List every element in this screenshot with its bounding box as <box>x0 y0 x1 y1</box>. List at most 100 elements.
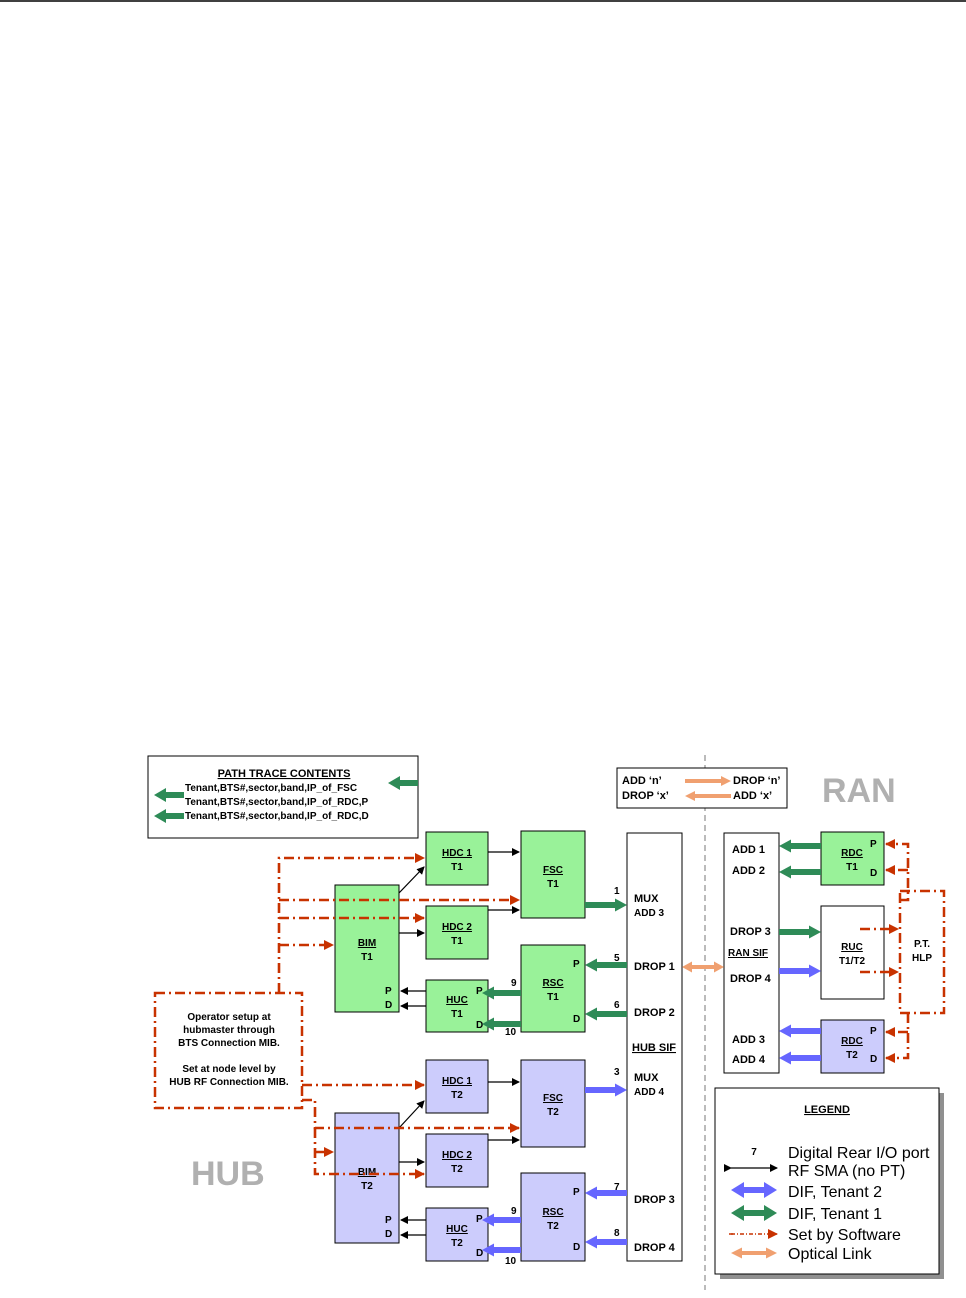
svg-text:1: 1 <box>614 886 620 897</box>
legend-box: LEGEND 7 Digital Rear I/O port RF SMA (n… <box>714 1087 944 1279</box>
bim-t1-block: BIM T1 <box>334 884 400 1013</box>
svg-text:BIM: BIM <box>358 938 376 949</box>
legend-symbol-optical <box>731 1247 777 1259</box>
svg-text:D: D <box>870 1054 877 1065</box>
svg-text:3: 3 <box>614 1067 620 1078</box>
ran-sif-port-drop4: DROP 4 <box>730 973 772 985</box>
svg-text:T2: T2 <box>451 1164 463 1175</box>
drop2-to-rsc-t1-d <box>585 1007 627 1021</box>
hub-sif-port-drop3: DROP 3 <box>634 1194 675 1206</box>
svg-text:LEGEND: LEGEND <box>804 1104 850 1116</box>
svg-text:D: D <box>870 868 877 879</box>
hub-region-label: HUB <box>191 1155 265 1193</box>
path-trace-arrow-rdc-p <box>154 788 184 802</box>
rsc-t1-to-huc-t1-p <box>482 986 521 1000</box>
svg-text:Set at node level by: Set at node level by <box>182 1064 276 1075</box>
svg-text:P: P <box>476 1214 483 1225</box>
svg-text:7: 7 <box>751 1147 757 1158</box>
svg-text:P: P <box>385 986 392 997</box>
hdc2-t2-block: HDC 2 T2 <box>425 1133 489 1188</box>
key-arrow-drop-x <box>685 791 731 801</box>
key-drop-n: DROP ‘n’ <box>733 775 780 787</box>
hub-sif-port-mux-1: MUX <box>634 893 659 905</box>
svg-text:FSC: FSC <box>543 865 563 876</box>
svg-text:D: D <box>573 1014 580 1025</box>
svg-text:T1: T1 <box>846 862 858 873</box>
legend-symbol-dif-t2 <box>731 1182 777 1198</box>
path-trace-arrow-fsc <box>388 776 418 790</box>
svg-text:T1: T1 <box>361 952 373 963</box>
bim-t2-block: BIM T2 <box>334 1112 400 1244</box>
pd-labels: P D P D P D P D P D P D P D P D <box>385 839 877 1259</box>
svg-text:T2: T2 <box>451 1090 463 1101</box>
key-arrow-add-n <box>685 776 731 786</box>
path-trace-arrow-rdc-d <box>154 809 184 823</box>
svg-text:RDC: RDC <box>841 1036 863 1047</box>
drop3-to-rsc-t2-p <box>585 1186 627 1200</box>
hdc1-t1-block: HDC 1 T1 <box>425 831 489 886</box>
fsc-t1-block: FSC T1 <box>520 830 586 919</box>
svg-text:Operator setup at: Operator setup at <box>187 1012 271 1023</box>
svg-text:D: D <box>573 1242 580 1253</box>
svg-text:HUB RF Connection MIB.: HUB RF Connection MIB. <box>169 1077 289 1088</box>
path-trace-line-1: Tenant,BTS#,sector,band,IP_of_FSC <box>185 783 357 794</box>
fsc-t1-to-mux-add3 <box>585 898 627 912</box>
svg-text:T2: T2 <box>547 1107 559 1118</box>
add-drop-key-box <box>616 767 788 809</box>
svg-text:RUC: RUC <box>841 942 863 953</box>
hdc2-t1-block: HDC 2 T1 <box>425 905 489 960</box>
fsc-t2-to-mux-add4 <box>585 1083 627 1097</box>
svg-text:P: P <box>573 959 580 970</box>
path-trace-line-2: Tenant,BTS#,sector,band,IP_of_RDC,P <box>185 797 369 808</box>
huc-t1-block: HUC T1 <box>425 979 489 1033</box>
connectors <box>154 776 910 1259</box>
svg-text:BIM: BIM <box>358 1167 376 1178</box>
port-numbers: 1 5 6 9 10 3 7 8 9 10 <box>505 886 620 1267</box>
ran-region-label: RAN <box>822 772 896 810</box>
svg-text:DIF, Tenant 2: DIF, Tenant 2 <box>788 1184 882 1201</box>
rdc-t1-d-to-add2 <box>779 865 821 879</box>
svg-text:T1: T1 <box>451 862 463 873</box>
svg-text:D: D <box>385 1000 392 1011</box>
ran-sif-box <box>723 832 780 1074</box>
svg-text:FSC: FSC <box>543 1093 563 1104</box>
svg-text:P.T.: P.T. <box>914 939 930 950</box>
ran-sif-label: RAN SIF <box>728 948 768 959</box>
svg-text:HDC 1: HDC 1 <box>442 1076 472 1087</box>
svg-text:HDC 1: HDC 1 <box>442 848 472 859</box>
hub-sif-label: HUB SIF <box>632 1042 676 1054</box>
svg-text:9: 9 <box>511 1206 517 1217</box>
pt-hlp-box: P.T. HLP <box>898 889 946 1015</box>
svg-text:BTS Connection MIB.: BTS Connection MIB. <box>178 1038 280 1049</box>
svg-text:HUC: HUC <box>446 995 468 1006</box>
svg-text:HLP: HLP <box>912 953 932 964</box>
rsc-t1-block: RSC T1 <box>520 944 586 1033</box>
svg-text:T1: T1 <box>547 992 559 1003</box>
drop3-to-ruc <box>779 925 821 939</box>
rsc-t2-to-huc-t2-d <box>482 1243 521 1257</box>
svg-text:D: D <box>385 1229 392 1240</box>
svg-text:DIF, Tenant 1: DIF, Tenant 1 <box>788 1206 882 1223</box>
svg-text:6: 6 <box>614 1000 620 1011</box>
hdc1-t2-block: HDC 1 T2 <box>425 1059 489 1114</box>
drop1-to-rsc-t1-p <box>585 958 627 972</box>
hub-sif-port-add4: ADD 4 <box>634 1087 664 1098</box>
key-add-n: ADD ‘n’ <box>622 775 662 787</box>
sw-path-to-hdc2-t2 <box>313 1128 425 1179</box>
rsc-t2-to-huc-t2-p <box>482 1213 521 1227</box>
svg-text:P: P <box>476 986 483 997</box>
svg-text:RSC: RSC <box>542 978 563 989</box>
rdc-t1-block: RDC T1 <box>820 831 885 886</box>
key-drop-x: DROP ‘x’ <box>622 790 669 802</box>
svg-text:T1/T2: T1/T2 <box>839 956 866 967</box>
sw-path-hlp-to-rdc-t1-p <box>885 839 910 902</box>
svg-text:T1: T1 <box>451 1009 463 1020</box>
svg-text:7: 7 <box>614 1182 620 1193</box>
rdc-t1-p-to-add1 <box>779 839 821 853</box>
key-add-x: ADD ‘x’ <box>733 790 772 802</box>
drop4-to-rsc-t2-d <box>585 1235 627 1249</box>
svg-text:D: D <box>476 1020 483 1031</box>
svg-text:Digital Rear I/O port: Digital Rear I/O port <box>788 1145 930 1162</box>
svg-text:5: 5 <box>614 953 620 964</box>
